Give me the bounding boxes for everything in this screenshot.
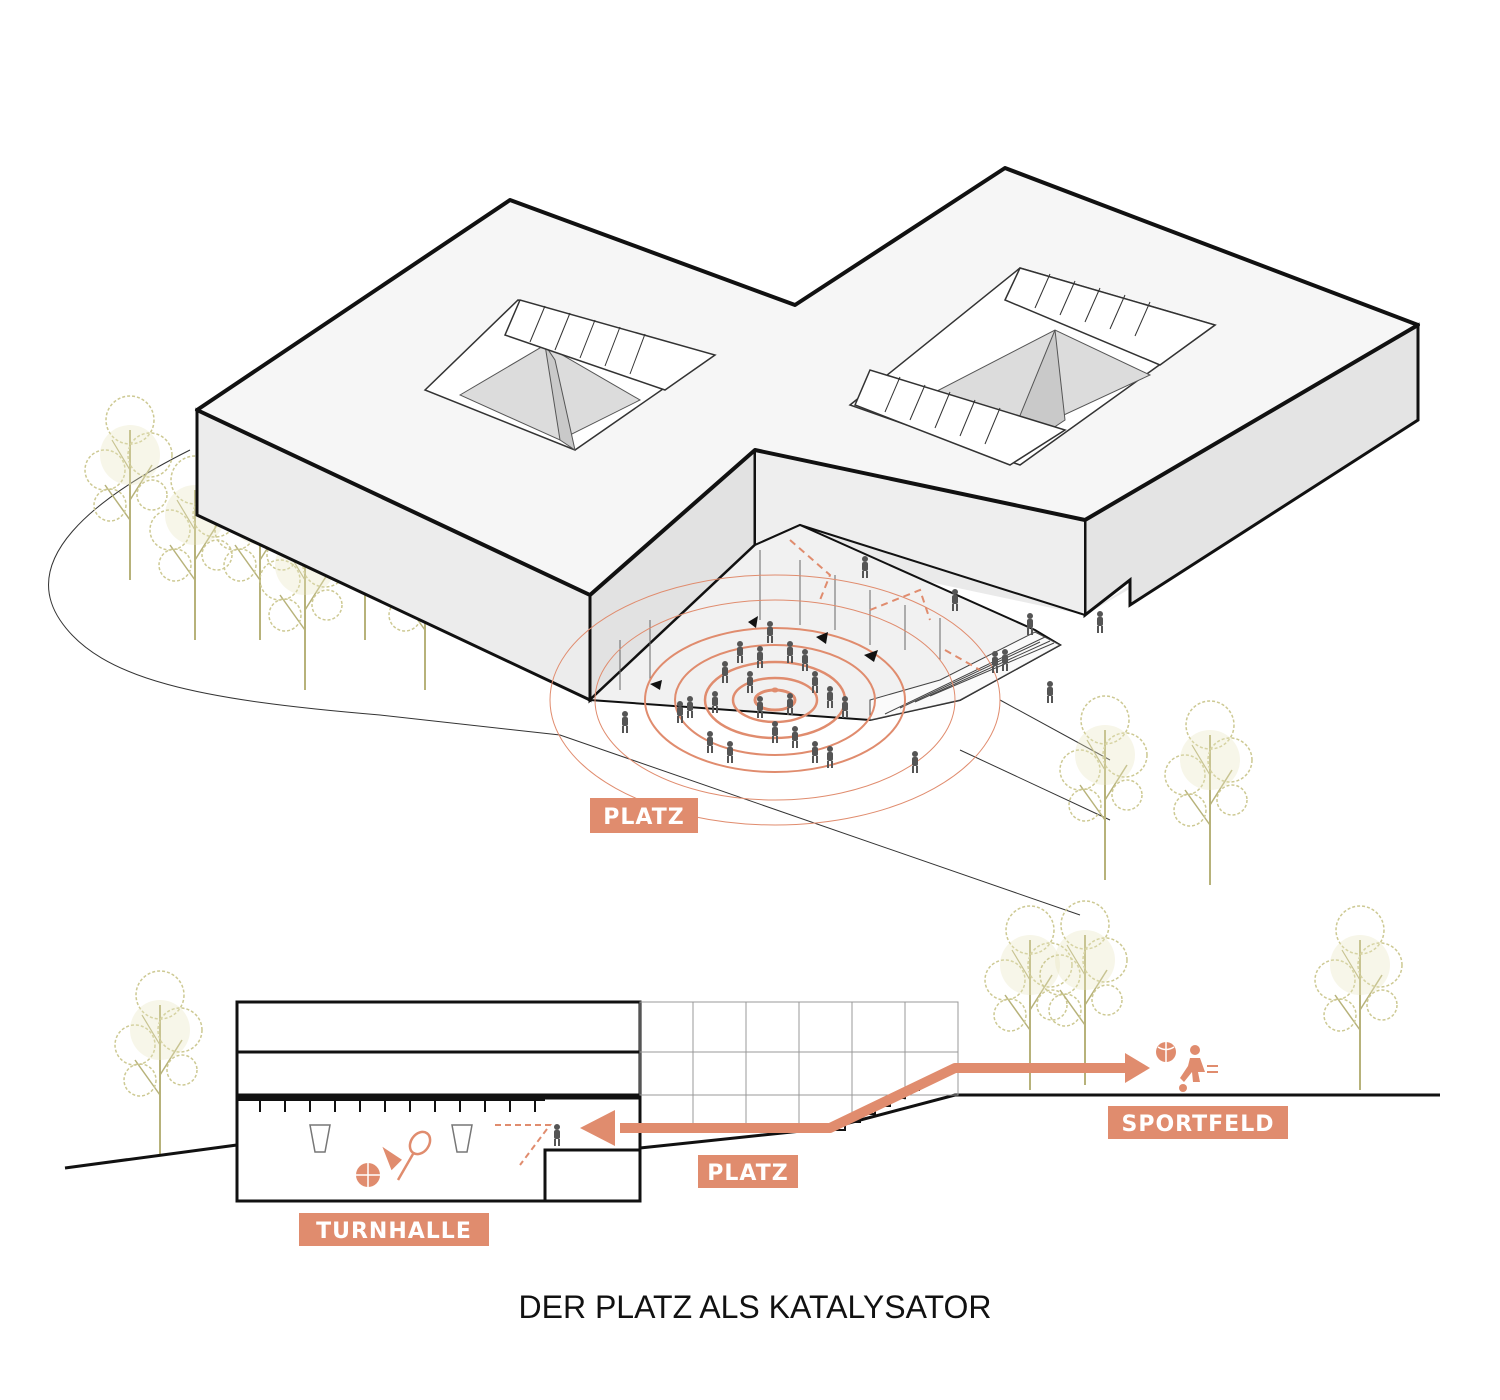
section-drawing (64, 1000, 1440, 1203)
volleyball-icon (1156, 1042, 1176, 1062)
platz-label-axon: PLATZ (590, 798, 698, 833)
plaza-arrows (650, 616, 878, 690)
diagram-title: DER PLATZ ALS KATALYSATOR (518, 1289, 991, 1325)
building-axonometric (195, 166, 1420, 722)
skylight-roof-right-bottom (854, 369, 1067, 466)
tree (1314, 905, 1403, 1091)
plaza-facade-columns (619, 550, 941, 690)
sportfeld-label: SPORTFELD (1108, 1106, 1288, 1139)
site-boundary-curve (48, 449, 1081, 916)
badminton-icon (382, 1130, 432, 1181)
soccer-player-icon (1179, 1045, 1218, 1092)
basketball-icon (356, 1163, 380, 1187)
section-dashed-path (495, 1124, 552, 1166)
sportfeld-label-text: SPORTFELD (1122, 1112, 1275, 1137)
turnhalle-label-text: TURNHALLE (316, 1219, 472, 1244)
tree (1164, 700, 1253, 886)
plaza-dashed-paths (789, 539, 981, 671)
platz-label-text: PLATZ (603, 805, 684, 830)
platz-section-label-text: PLATZ (707, 1161, 788, 1186)
tree (84, 395, 173, 581)
skylight-roof-left (503, 299, 717, 391)
site-edge-line-2 (959, 749, 1111, 821)
tree (984, 905, 1073, 1091)
tree (1039, 900, 1128, 1086)
roof-outline (195, 166, 1420, 597)
basketball-hoop-icon (309, 1124, 473, 1153)
courtyard-right (848, 267, 1217, 466)
trees-right-group (1059, 695, 1253, 886)
courtyard-left (423, 299, 717, 452)
upper-floor-box (235, 1000, 642, 1097)
plaza-stair (869, 631, 1062, 721)
turnhalle-label: TURNHALLE (299, 1213, 489, 1246)
skylight-roof-right-top (1003, 267, 1217, 366)
tree (114, 970, 203, 1156)
platz-label-section: PLATZ (698, 1155, 798, 1188)
movement-arrow (580, 1053, 1150, 1146)
tree (1059, 695, 1148, 881)
glass-facade-grid (639, 1001, 959, 1128)
